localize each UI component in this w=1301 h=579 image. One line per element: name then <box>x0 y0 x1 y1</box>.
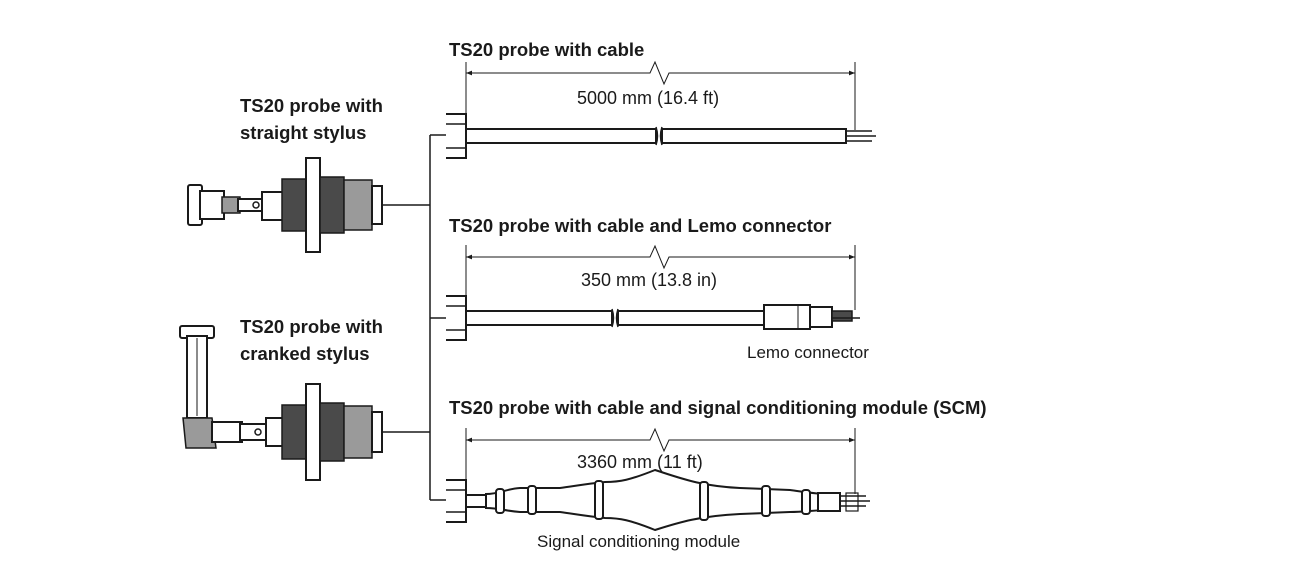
signal-conditioning-module-callout: Signal conditioning module <box>537 532 741 551</box>
cranked-stylus-label-line1: TS20 probe with <box>240 316 383 337</box>
cable-length-dimension: 5000 mm (16.4 ft) <box>577 88 720 108</box>
cable-option-drawing <box>446 60 876 159</box>
scm-option-drawing <box>446 427 870 532</box>
cranked-stylus-label-line2: cranked stylus <box>240 343 370 364</box>
scm-option-title: TS20 probe with cable and signal conditi… <box>449 397 987 418</box>
cranked-stylus-probe-label: TS20 probe with cranked stylus <box>240 313 383 367</box>
lemo-length-dimension: 350 mm (13.8 in) <box>581 270 718 290</box>
straight-stylus-probe-drawing <box>187 157 430 253</box>
lemo-connector-callout: Lemo connector <box>747 343 869 362</box>
lemo-option-title: TS20 probe with cable and Lemo connector <box>449 215 832 236</box>
lemo-option-drawing <box>446 244 860 341</box>
cranked-stylus-probe-drawing <box>179 325 430 481</box>
connection-bracket <box>429 134 446 501</box>
straight-stylus-probe-label: TS20 probe with straight stylus <box>240 92 383 146</box>
cable-option-title: TS20 probe with cable <box>449 39 645 60</box>
scm-length-dimension: 3360 mm (11 ft) <box>577 452 703 472</box>
straight-stylus-label-line2: straight stylus <box>240 122 367 143</box>
straight-stylus-label-line1: TS20 probe with <box>240 95 383 116</box>
